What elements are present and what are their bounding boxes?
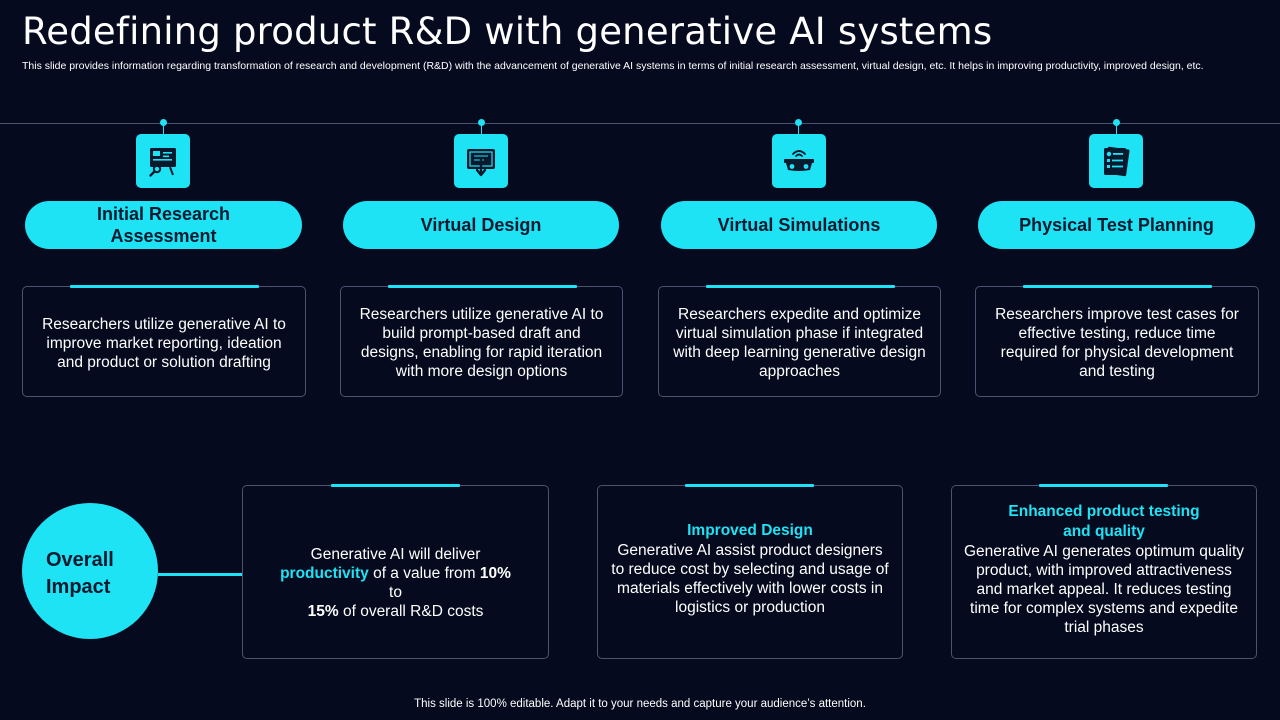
connector-line xyxy=(1116,126,1117,134)
card-accent-bar xyxy=(706,285,895,288)
productivity-end: of overall R&D costs xyxy=(338,603,484,620)
overall-impact-label: Overall Impact xyxy=(46,547,114,601)
connector-line xyxy=(798,126,799,134)
testing-quality-heading: Enhanced product testing and quality xyxy=(1008,503,1200,540)
productivity-text: Generative AI will deliver productivity … xyxy=(243,545,548,621)
test-checklist-icon xyxy=(1089,134,1143,188)
stage-description: Researchers utilize generative AI to imp… xyxy=(42,316,286,371)
stage-description: Researchers improve test cases for effec… xyxy=(995,306,1239,380)
card-accent-bar xyxy=(70,285,259,288)
connector-line xyxy=(163,126,164,134)
connector-dot xyxy=(160,119,167,126)
overall-impact-circle: Overall Impact xyxy=(22,503,158,639)
slide-subtitle: This slide provides information regardin… xyxy=(22,60,1204,72)
productivity-intro: Generative AI will deliver xyxy=(310,546,481,563)
vr-headset-icon xyxy=(772,134,826,188)
card-accent-bar xyxy=(331,484,460,487)
card-accent-bar xyxy=(1023,285,1212,288)
improved-design-content: Improved Design Generative AI assist pro… xyxy=(598,521,902,617)
stage-pill-physical-test-planning: Physical Test Planning xyxy=(978,201,1255,249)
overall-impact-line1: Overall xyxy=(46,549,114,571)
connector-dot xyxy=(795,119,802,126)
testing-quality-content: Enhanced product testing and quality Gen… xyxy=(952,502,1256,637)
card-accent-bar xyxy=(388,285,577,288)
stage-card-initial-research: Researchers utilize generative AI to imp… xyxy=(22,285,306,397)
stage-pill-virtual-design: Virtual Design xyxy=(343,201,619,249)
research-presentation-icon xyxy=(136,134,190,188)
card-accent-bar xyxy=(685,484,814,487)
stage-pill-initial-research: Initial Research Assessment xyxy=(25,201,302,249)
impact-card-testing-quality: Enhanced product testing and quality Gen… xyxy=(951,484,1257,659)
productivity-high-value: 15% xyxy=(307,603,339,620)
overall-impact-line2: Impact xyxy=(46,576,111,598)
productivity-keyword: productivity xyxy=(280,565,369,582)
impact-card-productivity: Generative AI will deliver productivity … xyxy=(242,484,549,659)
impact-card-improved-design: Improved Design Generative AI assist pro… xyxy=(597,484,903,659)
productivity-low-value: 10% xyxy=(479,565,511,582)
connector-dot xyxy=(1113,119,1120,126)
productivity-middle: of a value from xyxy=(368,565,480,582)
connector-line xyxy=(481,126,482,134)
productivity-to: to xyxy=(389,584,402,601)
stage-card-physical-test-planning: Researchers improve test cases for effec… xyxy=(975,285,1259,397)
blueprint-design-icon xyxy=(454,134,508,188)
slide-title: Redefining product R&D with generative A… xyxy=(22,10,993,53)
stage-card-virtual-design: Researchers utilize generative AI to bui… xyxy=(340,285,623,397)
improved-design-heading: Improved Design xyxy=(687,522,813,539)
stage-card-virtual-simulations: Researchers expedite and optimize virtua… xyxy=(658,285,941,397)
connector-dot xyxy=(478,119,485,126)
stage-pill-virtual-simulations: Virtual Simulations xyxy=(661,201,937,249)
card-accent-bar xyxy=(1039,484,1168,487)
impact-connector xyxy=(158,573,243,576)
slide-footer: This slide is 100% editable. Adapt it to… xyxy=(414,698,866,710)
header-divider xyxy=(0,123,1280,124)
stage-description: Researchers utilize generative AI to bui… xyxy=(359,306,604,380)
testing-quality-text: Generative AI generates optimum quality … xyxy=(964,543,1245,636)
stage-description: Researchers expedite and optimize virtua… xyxy=(673,306,926,380)
improved-design-text: Generative AI assist product designers t… xyxy=(611,542,889,616)
